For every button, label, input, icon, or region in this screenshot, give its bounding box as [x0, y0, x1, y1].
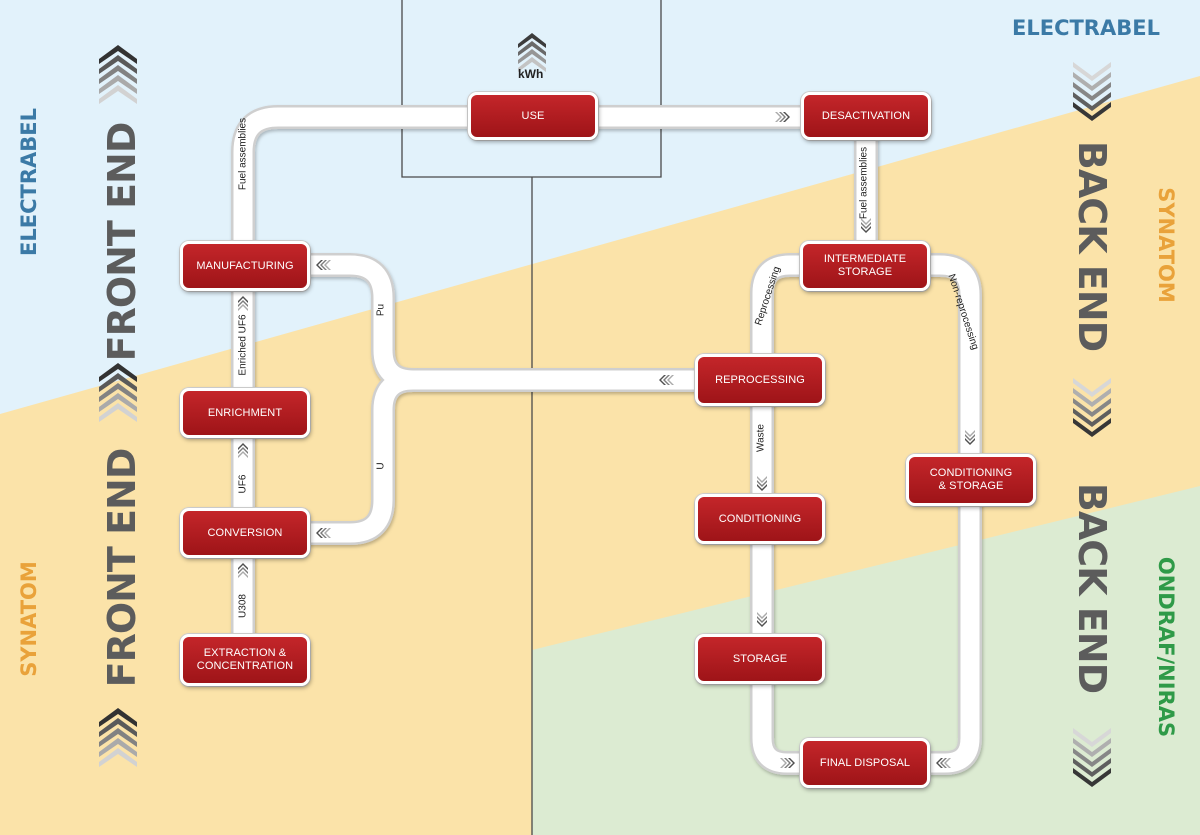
arrow-left-icon	[936, 758, 951, 768]
org-synatom-right: SYNATOM	[1154, 187, 1178, 303]
arrow-up-icon	[238, 443, 248, 458]
step-manufacturing-label: MANUFACTURING	[196, 259, 294, 272]
step-enrichment-label: ENRICHMENT	[207, 406, 283, 419]
arrow-left-icon	[316, 260, 331, 270]
step-extraction-concentration-label: EXTRACTION & CONCENTRATION	[196, 647, 294, 672]
org-ondraf-niras: ONDRAF/NIRAS	[1154, 556, 1178, 738]
step-extraction-concentration[interactable]: EXTRACTION & CONCENTRATION	[180, 634, 310, 686]
zone-green	[532, 486, 1200, 835]
chevron-down-icon	[1073, 378, 1111, 437]
step-intermediate-storage-label: INTERMEDIATE STORAGE	[823, 253, 907, 278]
flow-label-fuel-assemblies-back: Fuel assemblies	[858, 146, 870, 220]
arrow-down-icon	[757, 612, 767, 627]
org-synatom-left: SYNATOM	[17, 561, 41, 677]
arrow-down-icon	[861, 218, 871, 233]
step-reprocessing-label: REPROCESSING	[715, 373, 805, 386]
flow-label-u308: U308	[237, 594, 249, 618]
flow-label-uf6: UF6	[237, 474, 249, 494]
reactor-frame	[401, 0, 662, 178]
section-front-end-bottom: FRONT END	[100, 448, 144, 688]
step-conversion[interactable]: CONVERSION	[180, 508, 310, 558]
flow-label-waste: Waste	[755, 424, 767, 452]
chevron-down-icon	[1073, 62, 1111, 121]
arrow-up-icon	[238, 296, 248, 311]
arrow-right-icon	[775, 112, 790, 122]
flow-label-enriched-uf6: Enriched UF6	[237, 314, 249, 376]
arrow-down-icon	[965, 430, 975, 445]
chevron-up-icon	[99, 708, 137, 767]
arrow-up-icon	[238, 563, 248, 578]
flow-label-u: U	[375, 462, 387, 470]
arrow-right-icon	[780, 758, 795, 768]
step-conditioning-storage-label: CONDITIONING & STORAGE	[929, 467, 1013, 492]
org-electrabel-left: ELECTRABEL	[17, 108, 41, 256]
step-storage-label: STORAGE	[732, 652, 788, 665]
step-desactivation-label: DESACTIVATION	[821, 109, 911, 122]
section-back-end-bottom: BACK END	[1070, 482, 1114, 694]
flow-arrows	[238, 112, 975, 768]
step-intermediate-storage[interactable]: INTERMEDIATE STORAGE	[800, 241, 930, 291]
arrow-down-icon	[757, 476, 767, 491]
flow-label-pu: Pu	[375, 303, 387, 317]
section-front-end-top: FRONT END	[100, 122, 144, 362]
step-desactivation[interactable]: DESACTIVATION	[801, 92, 931, 140]
step-enrichment[interactable]: ENRICHMENT	[180, 388, 310, 438]
step-final-disposal[interactable]: FINAL DISPOSAL	[800, 738, 930, 788]
chevron-down-icon	[1073, 728, 1111, 787]
chevron-up-icon	[99, 45, 137, 104]
kwh-chevron-up-icon	[518, 33, 546, 72]
section-back-end-top: BACK END	[1070, 140, 1114, 352]
arrow-left-icon	[316, 528, 331, 538]
step-conditioning[interactable]: CONDITIONING	[695, 494, 825, 544]
flow-label-fuel-assemblies-front: Fuel assemblies	[237, 117, 249, 191]
step-conditioning-storage[interactable]: CONDITIONING & STORAGE	[906, 454, 1036, 506]
kwh-label: kWh	[518, 67, 544, 81]
chevron-up-icon	[99, 363, 137, 422]
org-electrabel-top-right: ELECTRABEL	[1012, 16, 1160, 40]
step-manufacturing[interactable]: MANUFACTURING	[180, 241, 310, 291]
step-final-disposal-label: FINAL DISPOSAL	[819, 756, 911, 769]
step-use[interactable]: USE	[468, 92, 598, 140]
step-conversion-label: CONVERSION	[207, 526, 283, 539]
step-conditioning-label: CONDITIONING	[718, 512, 802, 525]
arrow-left-icon	[659, 375, 674, 385]
section-chevrons	[99, 33, 1111, 787]
step-use-label: USE	[521, 109, 545, 122]
step-reprocessing[interactable]: REPROCESSING	[695, 354, 825, 406]
step-storage[interactable]: STORAGE	[695, 634, 825, 684]
